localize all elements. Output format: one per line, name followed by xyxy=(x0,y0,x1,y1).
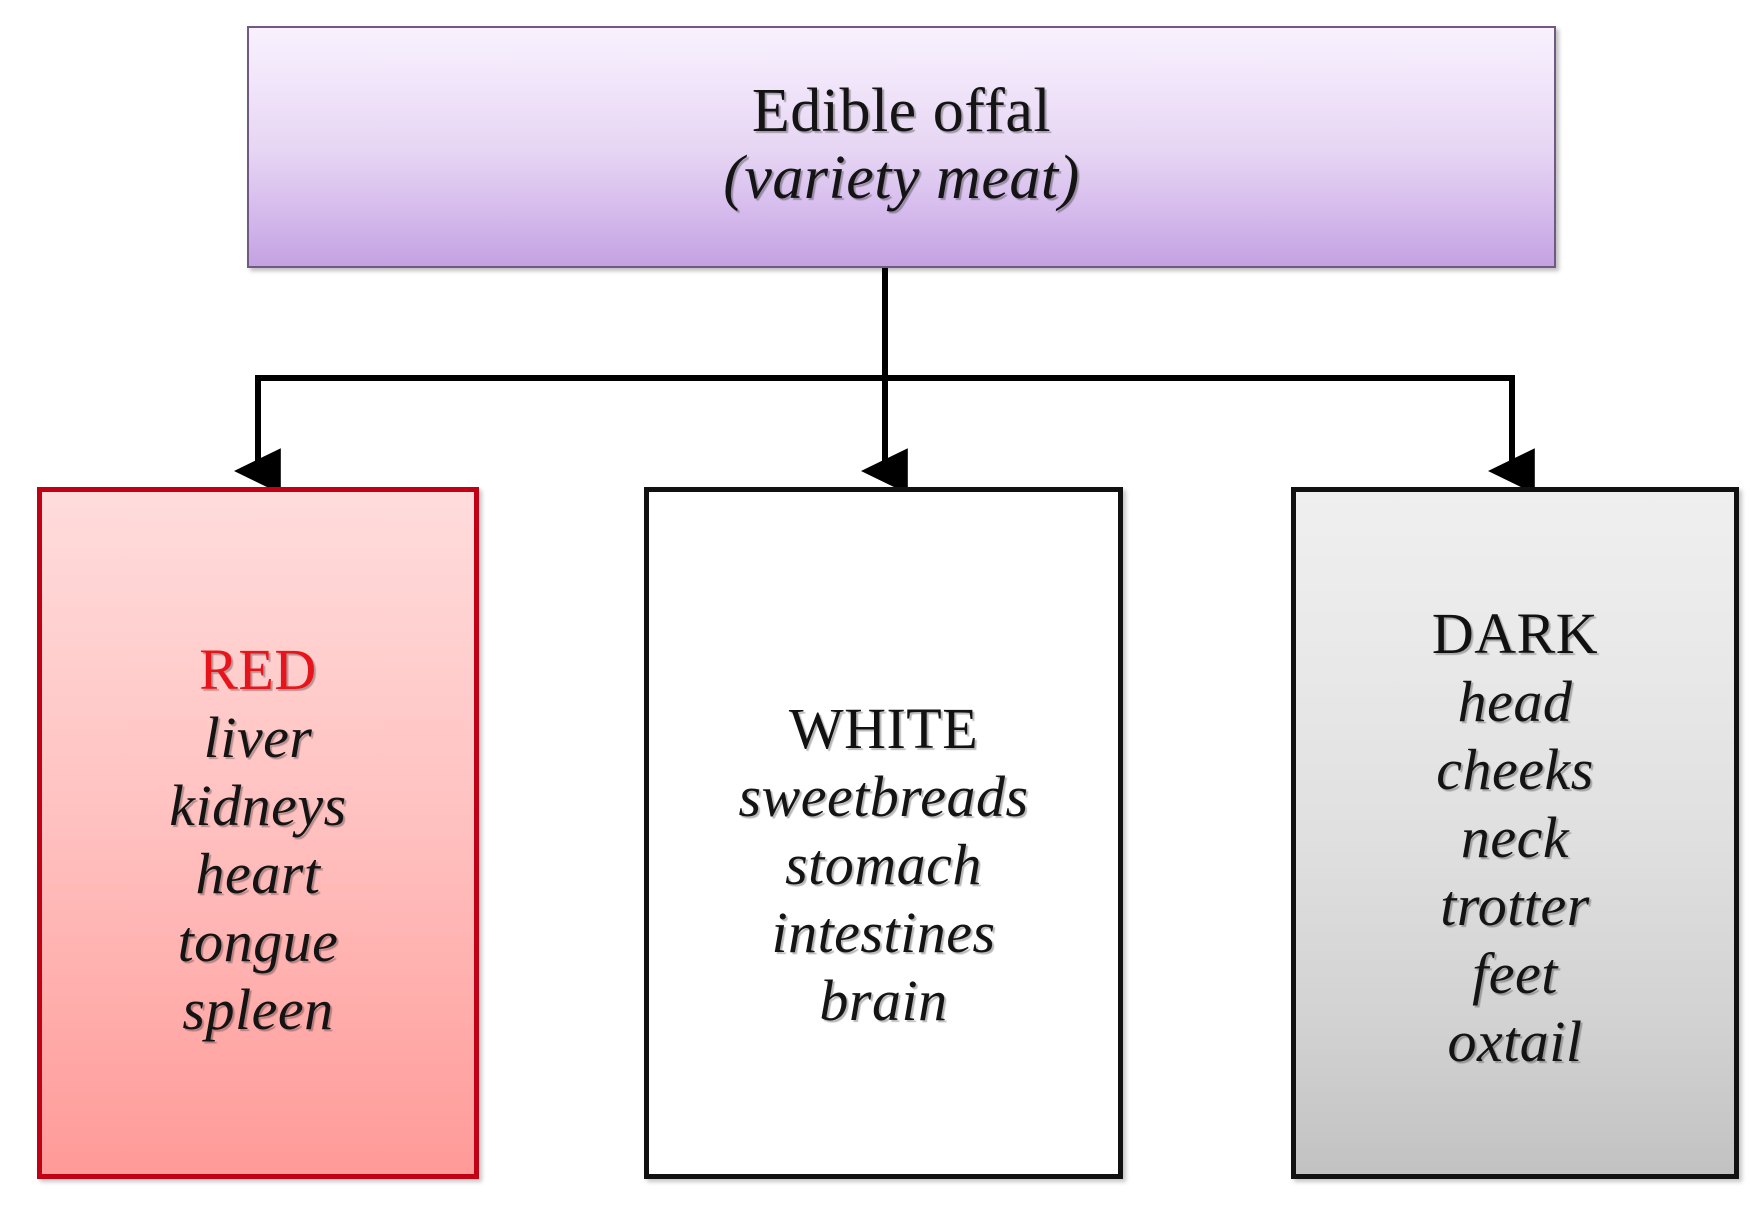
category-item: spleen xyxy=(182,976,334,1042)
category-title-dark: DARK xyxy=(1431,601,1599,667)
category-box-dark: DARK head cheeks neck trotter feet oxtai… xyxy=(1291,487,1739,1179)
root-node-title: Edible offal xyxy=(751,77,1052,146)
category-item: tongue xyxy=(177,908,339,974)
category-item: cheeks xyxy=(1436,737,1594,803)
root-node-subtitle: (variety meat) xyxy=(723,144,1080,213)
category-item: brain xyxy=(819,967,948,1033)
category-item: stomach xyxy=(785,832,982,898)
category-title-red: RED xyxy=(199,637,317,703)
category-item: neck xyxy=(1460,805,1570,871)
category-box-white: WHITE sweetbreads stomach intestines bra… xyxy=(644,487,1123,1179)
category-item: heart xyxy=(195,841,321,906)
category-item: head xyxy=(1457,669,1573,735)
category-item: sweetbreads xyxy=(738,764,1029,830)
category-item: oxtail xyxy=(1447,1008,1583,1074)
category-item: trotter xyxy=(1440,872,1590,938)
category-item: liver xyxy=(203,705,313,771)
category-box-red: RED liver kidneys heart tongue spleen xyxy=(37,487,479,1179)
root-node-edible-offal: Edible offal (variety meat) xyxy=(247,26,1556,268)
category-item: feet xyxy=(1472,940,1558,1006)
category-item: kidneys xyxy=(169,773,347,839)
category-item: intestines xyxy=(771,899,996,965)
category-title-white: WHITE xyxy=(788,696,979,762)
